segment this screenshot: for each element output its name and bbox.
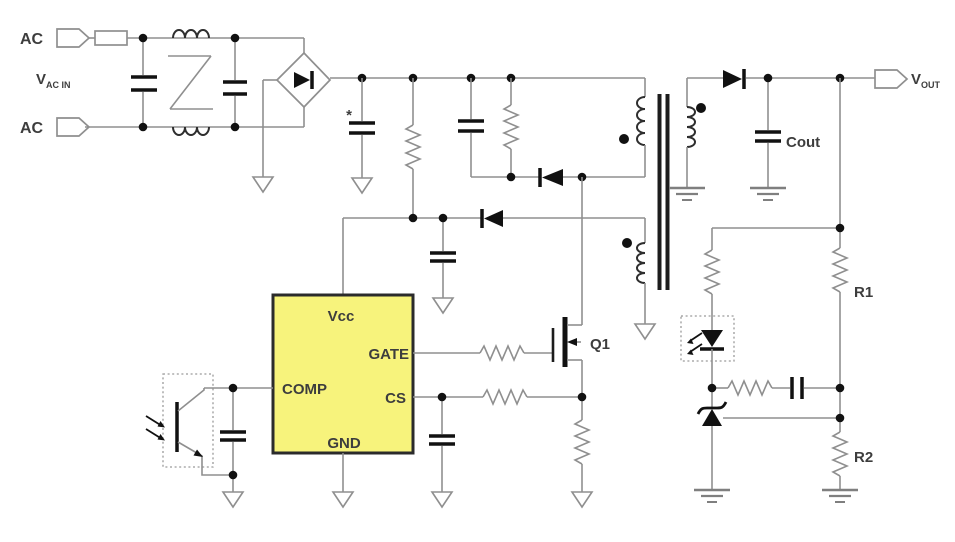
ground-bulk-cap-icon — [351, 177, 373, 194]
ac-terminal-bottom-icon — [56, 117, 91, 137]
led-bias-resistor — [702, 228, 722, 330]
ground-cout-icon — [748, 186, 788, 202]
aux-polarity-dot — [622, 238, 632, 248]
light-arrows-in-icon — [145, 415, 165, 441]
bulk-cap-polarity-mark: * — [346, 107, 352, 124]
dc-bus — [330, 73, 645, 83]
transformer-core-icon — [657, 94, 662, 290]
ground-opto-icon — [222, 491, 244, 508]
ac-terminal-top-icon — [56, 28, 91, 48]
cs-filter-resistor — [482, 387, 528, 407]
pin-label-vcc: Vcc — [328, 308, 355, 325]
ground-divider-icon — [820, 488, 860, 504]
bridge-diode-icon — [294, 72, 310, 88]
primary-polarity-dot — [619, 134, 629, 144]
vcc-capacitor — [430, 218, 456, 314]
controller-ic: Vcc GATE COMP CS GND — [271, 293, 415, 508]
choke-core-mark — [168, 55, 213, 110]
ground-bridge-icon — [252, 176, 274, 193]
shunt-regulator-icon — [692, 388, 840, 504]
cout-label: Cout — [786, 134, 820, 151]
aux-winding — [622, 218, 656, 340]
divider-r1: R1 — [830, 228, 873, 418]
clamp-diode-icon — [538, 168, 563, 187]
bridge-rectifier — [252, 38, 332, 193]
comp-resistor — [727, 378, 773, 398]
vac-in-label: VAC IN — [36, 71, 71, 90]
q1-label: Q1 — [590, 336, 610, 353]
primary-winding — [619, 78, 646, 177]
secondary-winding — [667, 78, 707, 202]
vout-terminal-icon — [874, 69, 909, 89]
led-icon — [701, 330, 723, 347]
pin-label-gnd: GND — [327, 435, 361, 452]
fuse-icon — [94, 30, 128, 46]
r1-label: R1 — [854, 284, 873, 301]
pin-label-comp: COMP — [282, 381, 327, 398]
ac-bottom-label: AC — [20, 120, 44, 137]
pin-label-gate: GATE — [368, 346, 409, 363]
output-stage: Cout VOUT — [687, 69, 941, 202]
comp-capacitor — [220, 388, 246, 475]
x-capacitor-1 — [131, 38, 157, 127]
feedback-network: R1 R2 — [680, 78, 873, 504]
optocoupler-input-box — [162, 373, 214, 468]
gate-resistor — [479, 343, 525, 363]
ground-ic-icon — [332, 491, 354, 508]
optocoupler-led — [680, 315, 735, 388]
ground-cs-cap-icon — [431, 491, 453, 508]
sense-resistor — [571, 397, 593, 508]
x-capacitor-2 — [223, 38, 247, 127]
gate-drive — [413, 343, 553, 363]
vcc-supply — [342, 209, 645, 314]
output-capacitor: Cout — [748, 78, 820, 202]
optocoupler-led-box — [680, 315, 735, 362]
bulk-capacitor: * — [346, 78, 375, 194]
ground-secondary-icon — [667, 186, 707, 202]
mosfet-q1: Q1 — [551, 177, 610, 397]
rcd-clamp — [458, 78, 645, 187]
vcc-diode-icon — [480, 209, 503, 228]
ground-sense-icon — [571, 491, 593, 508]
ac-top-label: AC — [20, 31, 44, 48]
cs-filter-capacitor — [429, 397, 455, 508]
optocoupler-phototransistor — [145, 373, 273, 508]
ac-input-section: AC AC VAC IN — [20, 28, 304, 137]
clamp-capacitor — [458, 78, 484, 177]
r2-label: R2 — [854, 449, 873, 466]
output-diode-icon — [723, 69, 746, 89]
emitter-arrow-icon — [193, 449, 203, 457]
divider-r2: R2 — [820, 418, 873, 504]
ground-vcc-cap-icon — [432, 297, 454, 314]
startup-resistor — [403, 78, 423, 218]
current-sense — [413, 387, 593, 508]
secondary-polarity-dot — [696, 103, 706, 113]
common-mode-choke — [168, 29, 213, 136]
transformer — [619, 78, 707, 340]
mosfet-body-arrow-icon — [567, 338, 577, 346]
clamp-resistor — [501, 78, 521, 177]
light-arrows-out-icon — [687, 332, 703, 355]
ground-shunt-icon — [692, 488, 732, 504]
compensation-network — [712, 377, 840, 399]
vout-label: VOUT — [911, 71, 941, 90]
pin-label-cs: CS — [385, 390, 406, 407]
ground-aux-icon — [634, 323, 656, 340]
